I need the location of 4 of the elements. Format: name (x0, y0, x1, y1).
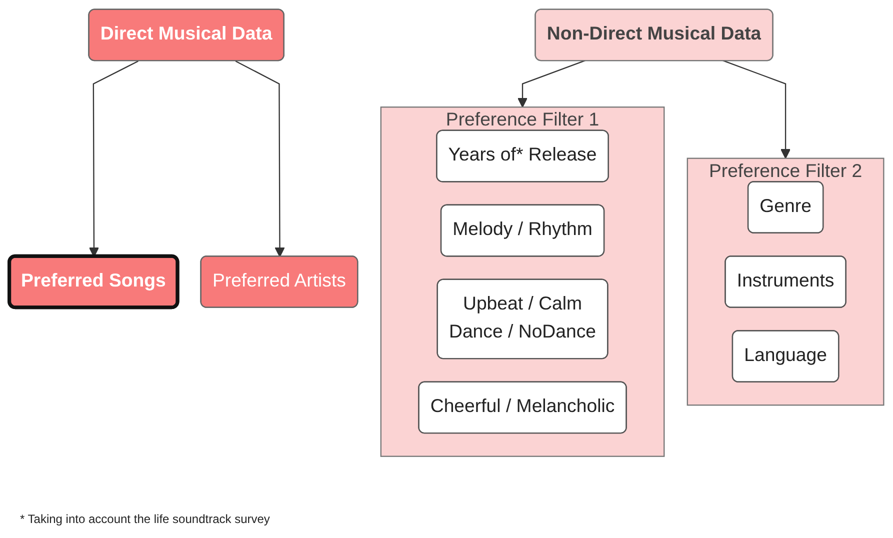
footnote: * Taking into account the life soundtrack survey (20, 512, 271, 526)
arrow (517, 60, 586, 108)
arrow (235, 60, 285, 258)
arrow (722, 60, 791, 159)
